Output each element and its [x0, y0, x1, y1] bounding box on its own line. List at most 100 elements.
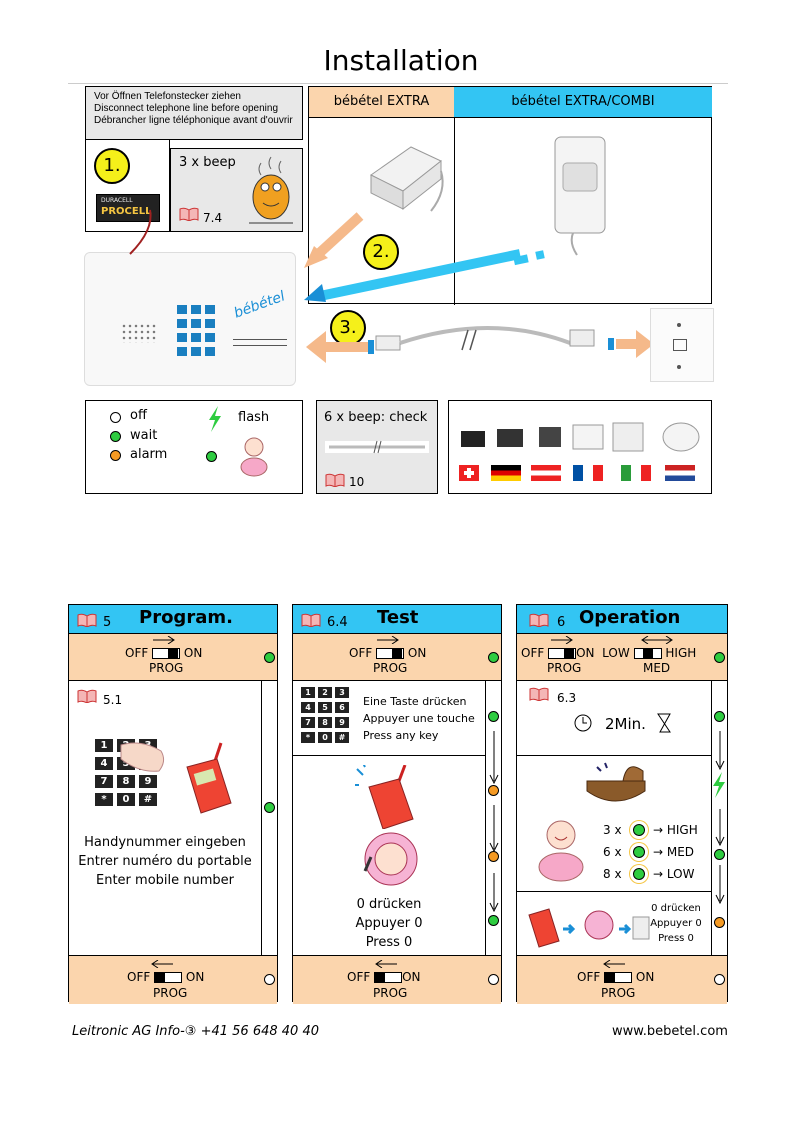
socket-screw — [677, 323, 681, 327]
battery-maker: DURACELL — [101, 197, 133, 204]
flag-it — [621, 465, 651, 481]
ref-7-4: 7.4 — [203, 211, 222, 225]
flag-nl — [665, 465, 695, 481]
led-indicator — [264, 652, 275, 663]
led-alarm — [110, 450, 121, 461]
switch-off-label: OFF — [347, 970, 370, 984]
title-rule — [68, 83, 728, 84]
clock-icon — [573, 713, 593, 733]
book-icon — [77, 689, 97, 703]
arrow-right-icon — [377, 636, 401, 644]
device-brand: bébétel — [232, 288, 287, 321]
led-off — [110, 412, 121, 423]
footer-phone: +41 56 648 40 40 — [201, 1024, 319, 1039]
alarm-level-row: 6 x→ MED — [601, 843, 711, 865]
switch-prog-label: PROG — [373, 986, 407, 1000]
program-header: 5 Program. — [69, 605, 277, 634]
keypad-key: 9 — [335, 717, 349, 728]
program-switch-top: OFF ON PROG — [69, 633, 277, 681]
arrow-right-icon — [153, 636, 177, 644]
warning-box: Vor Öffnen Telefonstecker ziehen Disconn… — [85, 86, 303, 140]
switch-prog-label: PROG — [601, 986, 635, 1000]
test-title: Test — [377, 607, 418, 628]
alarm-level-count: 8 x — [603, 867, 622, 881]
flag-ch — [459, 465, 479, 481]
speaker-grille — [121, 323, 157, 343]
operation-switch-bottom: OFF ON PROG — [517, 955, 727, 1004]
switch-on-label: ON — [402, 970, 420, 984]
level-switch — [634, 648, 662, 659]
keypad-key: 5 — [318, 702, 332, 713]
switch-off-label: OFF — [127, 970, 150, 984]
switch-off-label: OFF — [125, 646, 148, 660]
switch-row: OFF ON — [349, 646, 426, 660]
led-indicator — [714, 711, 725, 722]
book-icon — [301, 613, 321, 627]
switch-on-label: ON — [408, 646, 426, 660]
row-divider — [517, 891, 711, 892]
operation-sequence-arrows — [713, 725, 727, 915]
extra-header: bébétel EXTRA — [309, 87, 455, 118]
alarm-level-label: → LOW — [653, 867, 694, 881]
operation-subref: 6.3 — [557, 691, 576, 705]
timer-label: 2Min. — [605, 715, 646, 733]
program-line-en: Enter mobile number — [69, 871, 261, 890]
footer-contact: Leitronic AG Info-③ +41 56 648 40 40 — [72, 1024, 319, 1039]
frog-icon — [243, 153, 299, 229]
flash-led-icon — [633, 824, 645, 836]
cradle-icon — [583, 761, 649, 809]
led-indicator — [488, 652, 499, 663]
keypad-key: 3 — [335, 687, 349, 698]
test-line-en: Press 0 — [293, 933, 485, 952]
led-indicator — [488, 974, 499, 985]
operation-header: 6 Operation — [517, 605, 727, 634]
led-flash — [206, 451, 217, 462]
legend-wait: wait — [130, 428, 157, 443]
book-icon — [529, 613, 549, 627]
switch-off-label: OFF — [577, 970, 600, 984]
keypad-key: 0 — [117, 793, 135, 806]
switch-prog-label: PROG — [149, 661, 183, 675]
keypad-key: 7 — [95, 775, 113, 788]
beep-panel: 3 x beep 7.4 — [170, 148, 303, 232]
slide-switch — [376, 648, 404, 659]
led-divider — [711, 633, 712, 1003]
keypad-key: * — [301, 732, 315, 743]
ref-10: 10 — [349, 475, 364, 489]
base-keypad — [177, 305, 217, 373]
footer-website[interactable]: www.bebetel.com — [612, 1024, 728, 1039]
slide-switch — [548, 648, 576, 659]
legend-alarm: alarm — [130, 447, 167, 462]
battery-cable — [120, 206, 180, 256]
key-line-de: Eine Taste drücken — [363, 693, 475, 710]
keypad-key: 1 — [301, 687, 315, 698]
book-icon — [179, 207, 199, 221]
key-line-en: Press any key — [363, 727, 475, 744]
step-1-badge: 1. — [94, 148, 130, 184]
extra-combi-header: bébétel EXTRA/COMBI — [454, 87, 712, 118]
switch-off-label: OFF — [521, 646, 544, 660]
keypad-key: 9 — [139, 775, 157, 788]
test-key-instructions: Eine Taste drücken Appuyer une touche Pr… — [363, 693, 475, 744]
program-ref: 5 — [103, 615, 111, 630]
alarm-level-count: 6 x — [603, 845, 622, 859]
keypad-key: 4 — [301, 702, 315, 713]
program-column: 5 Program. OFF ON PROG 5.1 123456789*0# … — [68, 604, 278, 1002]
led-legend: off wait alarm flash — [85, 400, 303, 494]
program-switch-bottom: OFF ON PROG — [69, 955, 277, 1004]
alarm-level-label: → HIGH — [653, 823, 698, 837]
operation-column: 6 Operation OFF ON LOW HIGH PROG MED 6.3… — [516, 604, 728, 1002]
test-header: 6.4 Test — [293, 605, 501, 634]
step-3-arrow — [302, 326, 382, 368]
switch-on-label: ON — [184, 646, 202, 660]
adapters-box — [448, 400, 712, 494]
test-switch-bottom: OFF ON PROG — [293, 955, 501, 1004]
test-ref: 6.4 — [327, 615, 348, 630]
flash-led-icon — [633, 846, 645, 858]
cable-check-icon — [325, 435, 429, 455]
adapters-icon — [457, 409, 707, 455]
alarm-levels: 3 x→ HIGH6 x→ MED8 x→ LOW — [601, 821, 711, 887]
slide-switch — [154, 972, 182, 983]
